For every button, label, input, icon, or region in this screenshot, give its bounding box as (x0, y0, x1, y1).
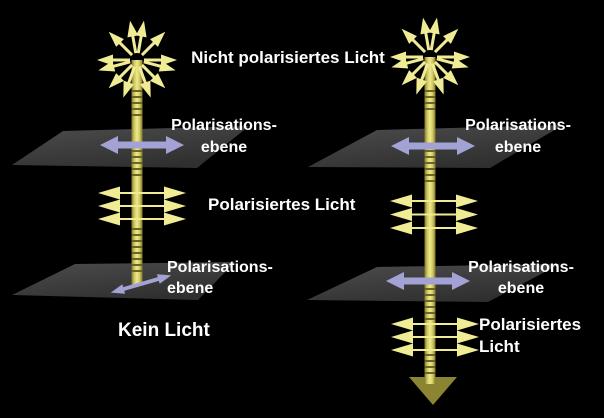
left-lower-polarization-plane (12, 262, 235, 300)
label-line: Polarisations- (468, 259, 574, 276)
right-beam-stripes-4 (424, 352, 436, 378)
right-beam-stripes-1 (424, 86, 436, 114)
label-polarized-light-bottom-right: Polarisiertes Licht (479, 314, 581, 358)
label-line: ebene (497, 280, 545, 297)
label-line: ebene (200, 139, 248, 156)
right-beam-arrowhead (409, 377, 457, 405)
label-line: Polarisations- (171, 117, 277, 134)
label-line: Polarisiertes (479, 315, 582, 334)
label-line: ebene (494, 139, 542, 156)
label-left-upper-polarization-plane: Polarisations- ebene (160, 115, 288, 159)
left-beam-stripes-3 (131, 226, 143, 276)
label-right-lower-polarization-plane: Polarisations- ebene (457, 257, 585, 299)
label-polarized-light-center: Polarisiertes Licht (208, 195, 356, 214)
label-no-light: Kein Licht (118, 320, 210, 341)
label-left-lower-polarization-plane: Polarisations- ebene (167, 257, 273, 299)
label-line: Licht (479, 337, 520, 356)
left-beam-stripes-1 (131, 88, 143, 116)
right-beam-stripes-2 (424, 150, 436, 186)
right-light-beam (424, 57, 436, 384)
label-line: ebene (167, 280, 214, 297)
right-beam-stripes-3 (424, 284, 436, 320)
label-line: Polarisations- (465, 117, 571, 134)
left-beam-stripes-2 (131, 146, 143, 178)
label-unpolarized-light: Nicht polarisiertes Licht (191, 48, 385, 67)
label-right-upper-polarization-plane: Polarisations- ebene (454, 115, 582, 159)
label-line: Polarisations- (167, 259, 273, 276)
